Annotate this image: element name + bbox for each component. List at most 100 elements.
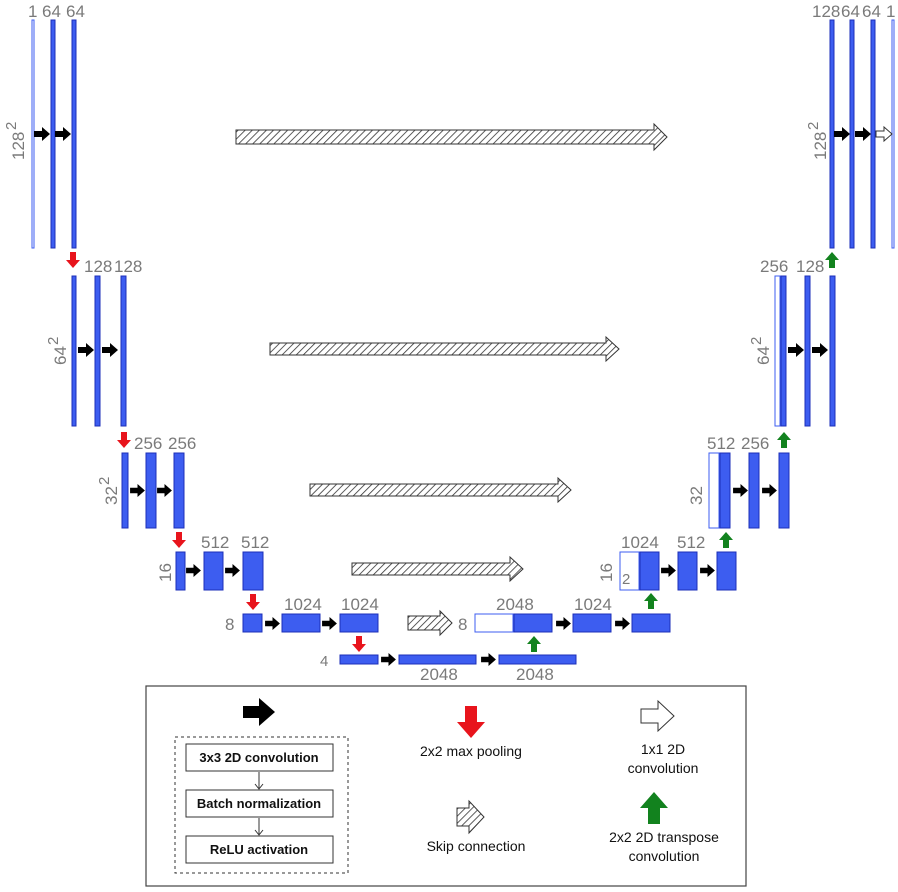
channel-label: 256 [134,434,162,453]
conv-arrow-icon [34,127,50,141]
skip-feature-map [708,452,720,529]
conv-arrow-icon [661,564,676,577]
conv-arrow-icon [225,564,240,577]
svg-text:128: 128 [811,132,830,160]
svg-text:32: 32 [687,486,706,505]
decoder-level-5: 2048 1024 8 [458,595,671,634]
feature-map [94,275,101,427]
upconv-arrow-icon [825,252,839,268]
svg-text:2: 2 [45,337,62,345]
svg-text:128: 128 [9,132,28,160]
channel-label: 512 [677,533,705,552]
svg-text:2: 2 [96,477,113,485]
bottleneck: 4 2048 2048 [320,653,577,684]
channel-label: 512 [241,533,269,552]
decoder-level-3: 512 256 32 [687,434,790,529]
skip-connection-arrow-icon [456,799,485,835]
max-pool-arrow-icon [117,432,131,448]
max-pool-arrow-icon [172,532,186,548]
conv-arrow-icon [102,343,118,357]
conv-step-box [185,835,334,864]
conv1x1-label: 1x1 2D [641,741,685,757]
feature-map [719,452,731,529]
conv-arrow-icon [322,617,337,630]
svg-text:16: 16 [597,563,616,582]
size-label: 32 2 [96,477,121,505]
channel-label: 2048 [516,665,554,684]
skip-label: Skip connection [427,838,526,854]
feature-map-input [31,19,35,249]
feature-map [498,654,577,665]
encoder-level-3: 256 256 32 2 [96,434,196,529]
conv-arrow-icon [834,127,850,141]
conv-arrow-icon [157,484,172,497]
conv-arrow-icon [381,653,396,666]
feature-map [849,19,855,249]
upconv-arrow-icon [719,532,733,548]
feature-map [631,613,671,633]
skip-feature-map [619,551,640,591]
channel-label: 64 [42,2,61,21]
feature-map [572,613,612,633]
channel-label: 64 [862,2,881,21]
decoder-level-4: 2 1024 512 16 [597,533,737,591]
upconv-arrow-icon [527,636,541,652]
skip-connection-arrow-icon [269,335,620,363]
legend: 3x3 2D convolution Batch normalization R… [145,685,747,887]
channel-label: 1024 [621,533,659,552]
channel-label: 1024 [284,595,322,614]
conv-block-frame [174,736,349,874]
conv-step-box [185,789,334,818]
channel-label: 256 [168,434,196,453]
feature-map [870,19,876,249]
svg-text:16: 16 [156,563,175,582]
feature-map [780,275,787,427]
channel-label: 256 [741,434,769,453]
channel-label: 64 [841,2,860,21]
feature-map [71,19,77,249]
conv1x1-arrow-icon [875,125,893,143]
conv-arrow-icon [78,343,94,357]
decoder-level-2: 256 128 64 2 [748,257,836,427]
transpose-label: 2x2 2D transpose [609,829,719,845]
maxpool-label: 2x2 max pooling [420,743,522,759]
conv-step-box [185,743,334,772]
feature-map [829,275,836,427]
channel-label: 1024 [341,595,379,614]
channel-label: 256 [760,257,788,276]
size-label: 4 [320,653,328,670]
transpose-label: convolution [629,848,700,864]
conv-arrow-icon [733,484,748,497]
feature-map [716,551,737,591]
size-label: 128 2 [3,122,28,160]
feature-map [71,275,77,427]
svg-text:2: 2 [748,337,765,345]
conv-arrow-icon [615,617,630,630]
conv1x1-arrow-icon [640,699,675,733]
svg-text:2: 2 [805,122,822,130]
channel-label: 128 [114,257,142,276]
svg-text:2: 2 [3,122,20,130]
svg-text:32: 32 [102,486,121,505]
conv-arrow-icon [762,484,777,497]
channel-label: 1 [28,2,37,21]
size-label: 8 [458,615,467,634]
conv-arrow-icon [265,617,280,630]
skip-connection-arrow-icon [351,555,524,583]
conv-arrow-icon [812,343,828,357]
feature-map [398,654,477,665]
max-pool-arrow-icon [66,252,80,268]
feature-map [173,452,185,529]
channel-label: 128 [796,257,824,276]
channel-label: 2048 [496,595,534,614]
feature-map [50,19,56,249]
size-label: 64 2 [748,337,773,365]
feature-map [339,654,379,665]
decoder-level-1: 128 64 64 1 128 2 [805,2,895,249]
channel-label: 512 [201,533,229,552]
channel-label: 512 [707,434,735,453]
svg-text:8: 8 [225,615,234,634]
feature-map [339,613,379,633]
svg-text:64: 64 [754,346,773,365]
